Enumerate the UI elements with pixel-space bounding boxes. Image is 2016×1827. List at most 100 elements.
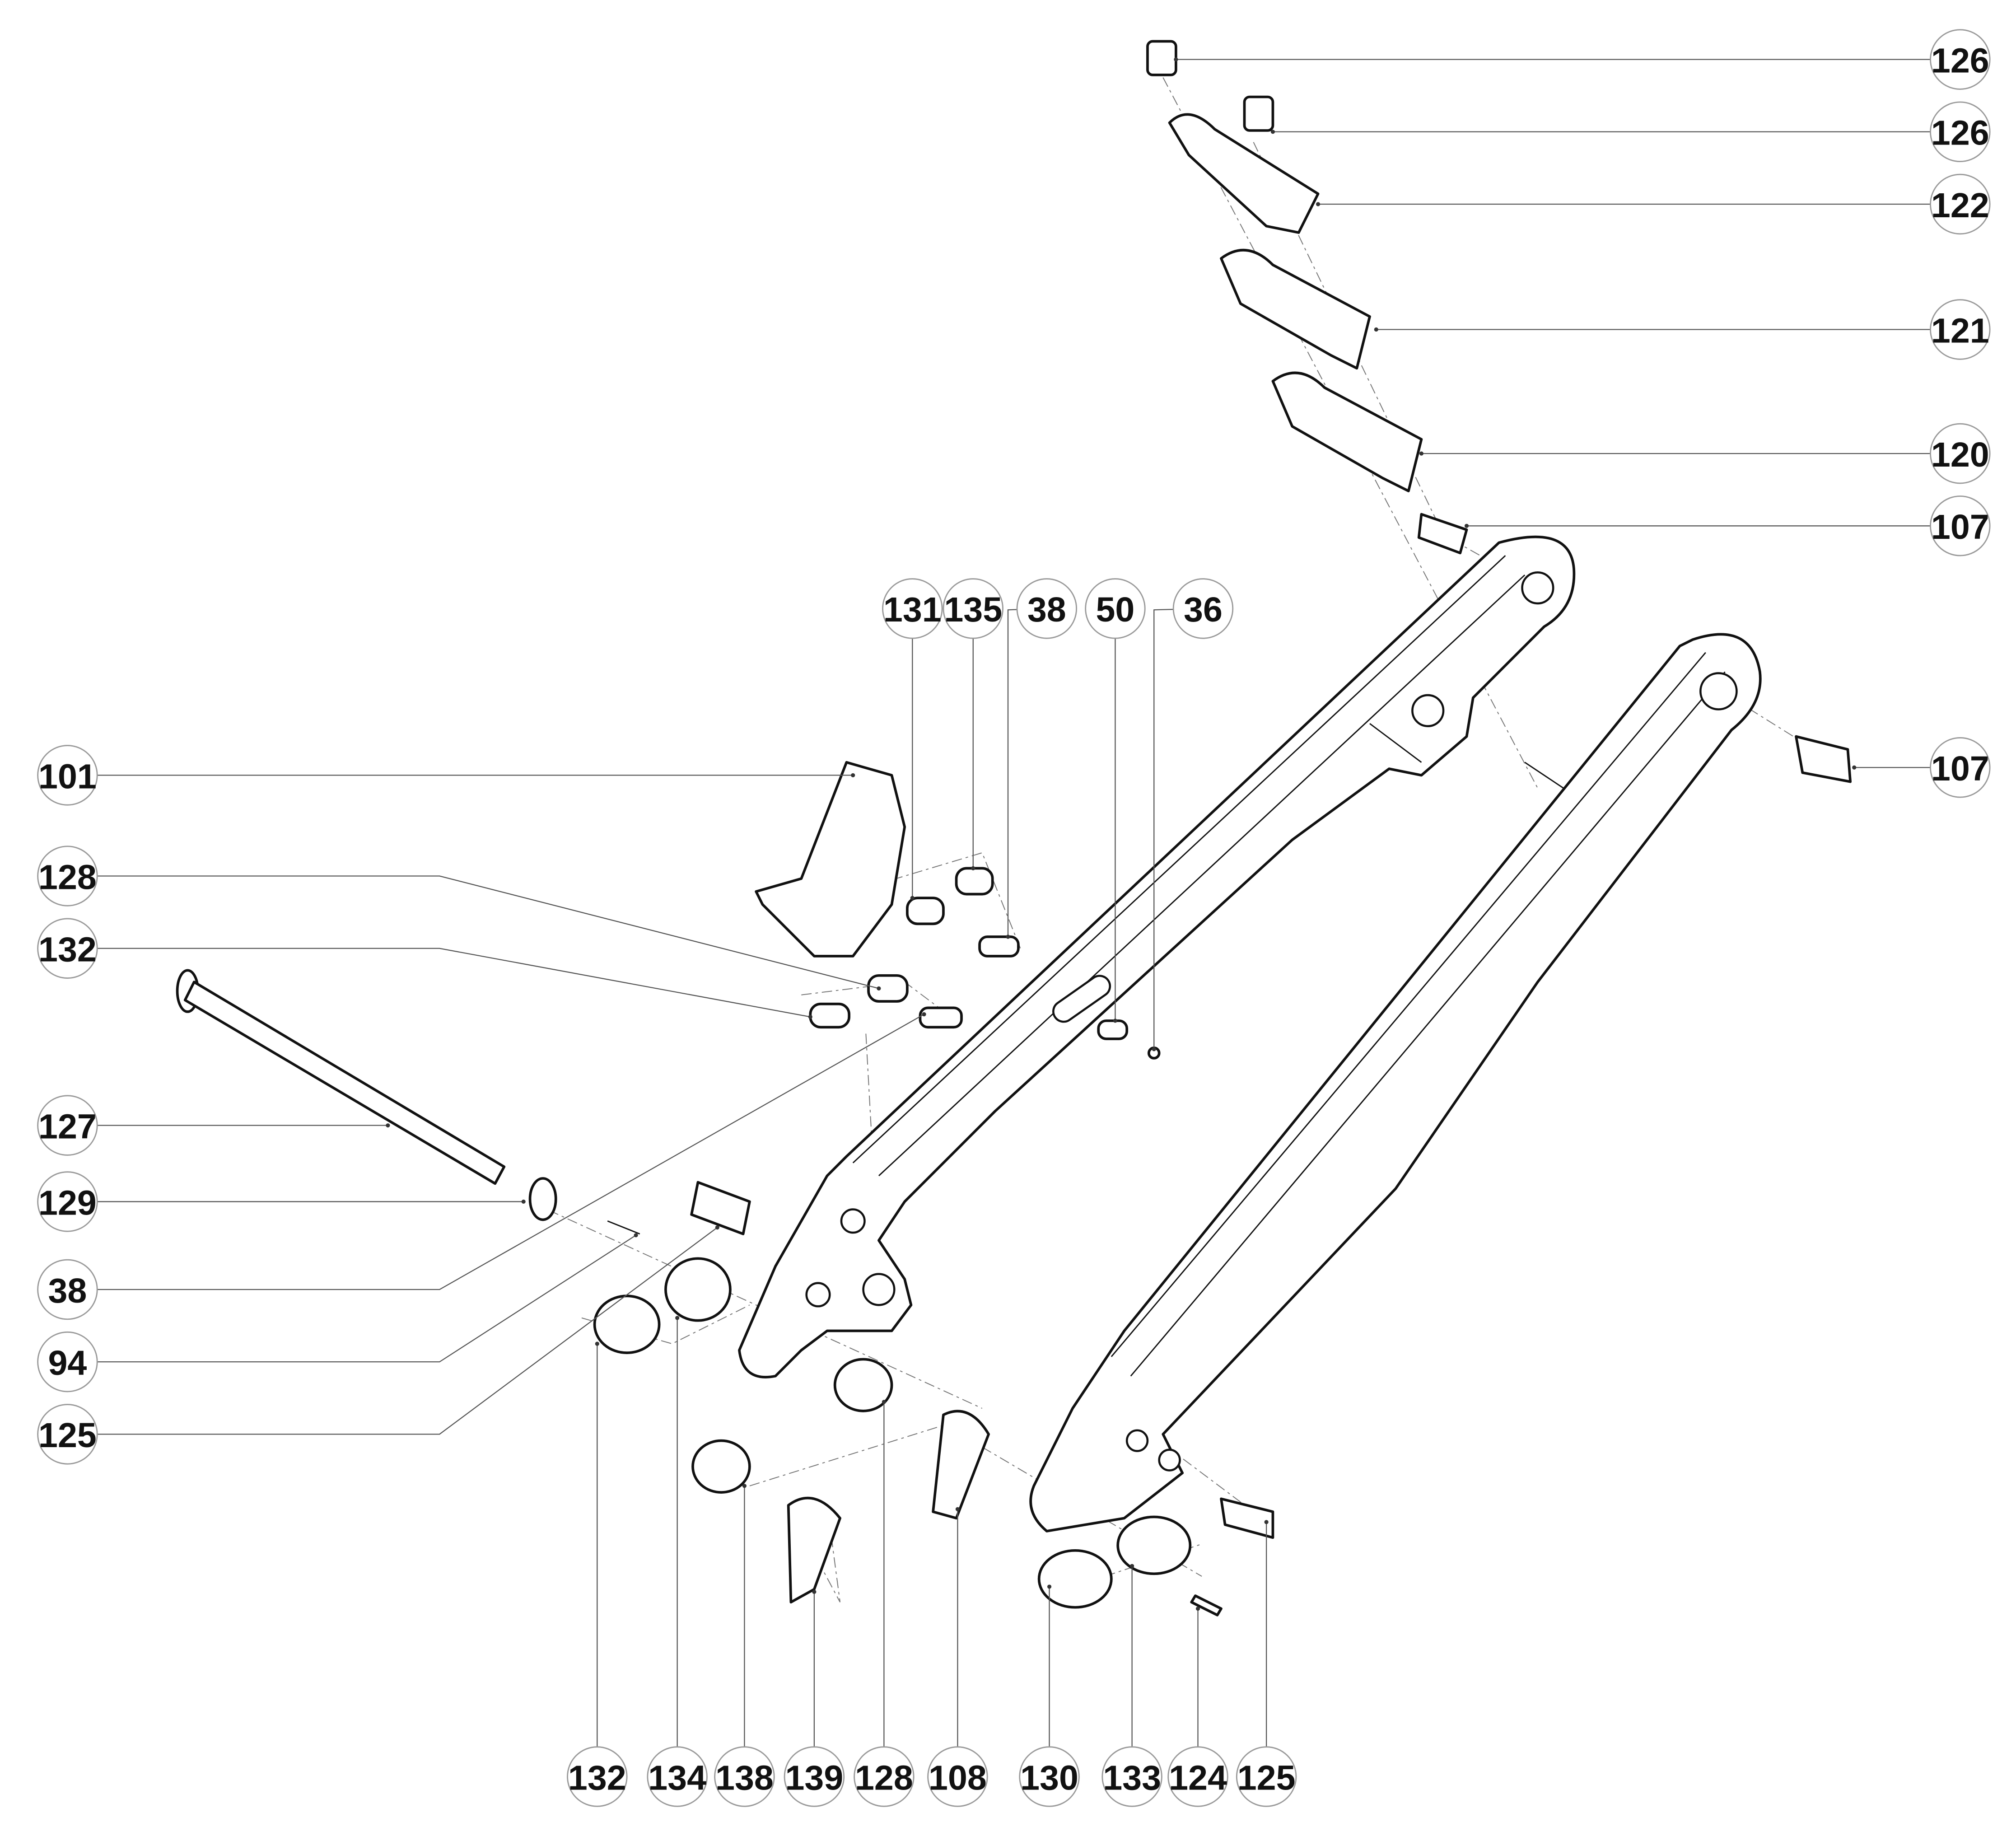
clamp-121 [1220,248,1371,370]
upper-stay-arm [738,535,1576,1378]
leader-dot [1464,523,1469,528]
leader-dot [808,1014,812,1019]
callout-label: 128 [855,1758,913,1797]
callout-label: 132 [568,1758,626,1797]
callout-label: 131 [883,590,942,629]
callout-label: 125 [38,1416,97,1455]
callout-label: 138 [715,1758,774,1797]
leader-dot [1195,1606,1200,1611]
callout-b125: 125 [1236,1746,1297,1807]
callout-l94: 94 [37,1331,98,1392]
callout-l101: 101 [37,745,98,806]
leader-line-l94 [67,1234,636,1363]
leader-dot [1316,202,1321,206]
callout-circle [1930,299,1991,360]
leader-dot [971,866,975,870]
leader-dot [1113,1019,1118,1023]
leader-dot [922,1012,926,1017]
callout-b124: 124 [1167,1746,1228,1807]
callout-t38: 38 [1016,578,1078,639]
callout-label: 124 [1169,1758,1227,1797]
callout-t135: 135 [943,578,1003,639]
leader-dot [1852,765,1857,770]
callout-circle [1172,578,1234,639]
callout-r107a: 107 [1930,495,1991,556]
callout-label: 134 [648,1758,706,1797]
callout-l128: 128 [37,846,98,906]
callout-circle [927,1746,988,1807]
callout-circle [37,1404,98,1465]
callout-circle [37,1171,98,1232]
callout-b133: 133 [1101,1746,1162,1807]
callout-label: 50 [1096,590,1134,629]
callout-circle [1930,495,1991,556]
leader-dot [595,1341,599,1346]
bolt-126b [1243,95,1274,132]
callout-circle [1930,173,1991,235]
leader-dot [742,1484,747,1488]
callout-circle [37,918,98,979]
callout-r126b: 126 [1930,101,1991,163]
callout-label: 94 [48,1344,87,1383]
callout-circle [1016,578,1078,639]
callout-label: 135 [944,590,1002,629]
leader-line-l125 [67,1227,718,1435]
leader-lines [67,57,1960,1777]
callout-label: 128 [38,858,97,897]
callout-label: 127 [38,1107,97,1146]
callout-r122: 122 [1930,173,1991,235]
callout-circle [1019,1746,1080,1807]
callout-label: 120 [1931,435,1989,474]
lower-stay-arm [1029,633,1762,1533]
bushing-125 [1220,1497,1274,1539]
part-128 [833,1358,893,1412]
leader-line-l38 [67,1014,924,1290]
callout-circle [714,1746,775,1807]
callout-circle [567,1746,628,1807]
leader-dot [1264,1520,1269,1524]
leader-dot [386,1123,390,1128]
callout-label: 139 [785,1758,843,1797]
leader-dot [1130,1564,1134,1568]
callout-circle [37,846,98,906]
leader-dot [675,1316,680,1320]
callout-l125: 125 [37,1404,98,1465]
callout-circle [943,578,1003,639]
callout-label: 101 [38,757,97,796]
leader-dot [955,1507,960,1511]
leader-dot [1152,1047,1156,1051]
callout-b108: 108 [927,1746,988,1807]
axle-parts [176,969,1274,1617]
callout-b139: 139 [784,1746,845,1807]
callout-label: 122 [1931,186,1989,225]
callout-circle [647,1746,708,1807]
callout-b138: 138 [714,1746,775,1807]
leader-dot [910,896,915,900]
part-108 [932,1410,990,1520]
bushing-107a [1417,513,1468,555]
callout-circle [1085,578,1146,639]
callout-label: 126 [1931,41,1989,80]
callout-circle [37,745,98,806]
callout-l132: 132 [37,918,98,979]
bushing-107b [1795,735,1852,783]
callout-label: 130 [1020,1758,1078,1797]
callout-circle [882,578,943,639]
axle-127 [183,981,506,1185]
callout-label: 133 [1103,1758,1161,1797]
part-132 [593,1294,661,1354]
part-138 [691,1439,751,1494]
leader-dot [851,773,855,777]
callout-circle [1236,1746,1297,1807]
leader-dot [521,1199,526,1204]
callout-label: 126 [1931,114,1989,153]
callout-t131: 131 [882,578,943,639]
leader-dot [715,1225,719,1230]
leader-dot [812,1589,817,1594]
callout-circle [1167,1746,1228,1807]
leader-dot [882,1400,886,1404]
leader-dot [877,986,881,991]
callout-t50: 50 [1085,578,1146,639]
